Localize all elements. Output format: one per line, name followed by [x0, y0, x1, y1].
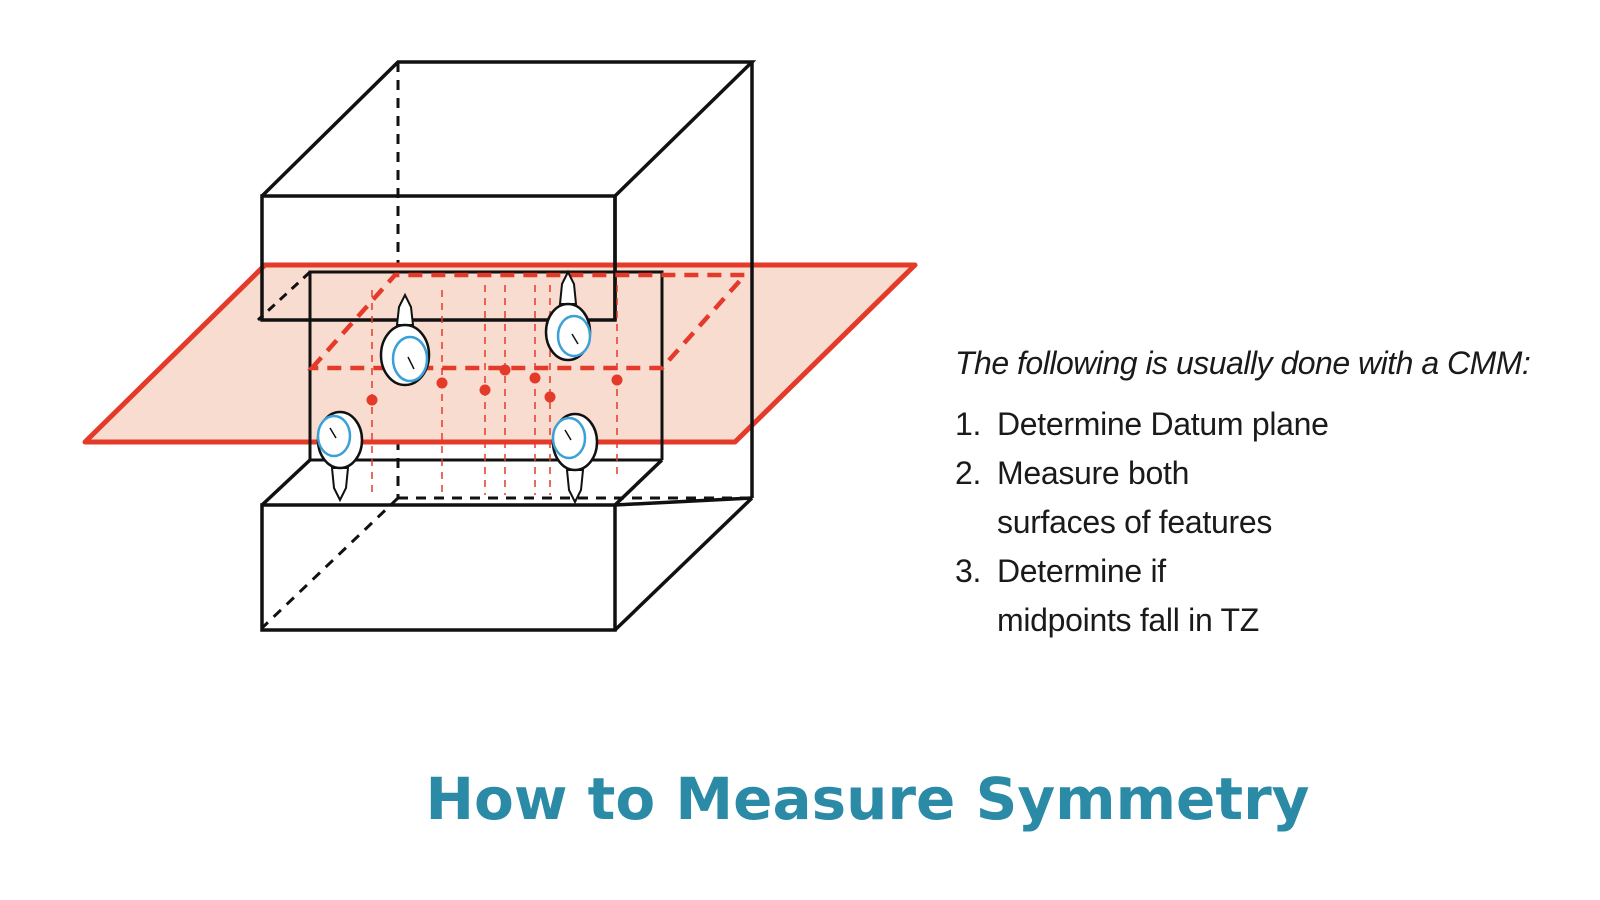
top-block — [260, 60, 757, 498]
instruction-step: 1. Determine Datum plane — [955, 400, 1595, 449]
instruction-step: 3. Determine if midpoints fall in TZ — [955, 547, 1595, 645]
step-number: 3. — [955, 553, 982, 589]
instruction-steps: 1. Determine Datum plane 2. Measure both… — [955, 400, 1595, 645]
dial-indicator-icon — [379, 292, 431, 387]
instructions-intro: The following is usually done with a CMM… — [955, 345, 1531, 381]
step-text: Determine Datum plane — [997, 406, 1329, 442]
dial-indicator-icon — [551, 412, 599, 505]
datum-plane — [82, 262, 918, 445]
dial-indicator-icon — [316, 410, 364, 503]
step-number: 1. — [955, 406, 982, 442]
tolerance-zone-outline — [306, 272, 751, 371]
cmm-instructions: The following is usually done with a CMM… — [955, 345, 1595, 645]
page-title: How to Measure Symmetry — [425, 765, 1310, 833]
step-text: Determine if midpoints fall in TZ — [997, 553, 1259, 638]
step-number: 2. — [955, 455, 982, 491]
dial-indicator-icon — [544, 269, 592, 362]
instruction-step: 2. Measure both surfaces of features — [955, 449, 1595, 547]
midpoint-marks — [366, 364, 623, 406]
step-text: Measure both surfaces of features — [997, 455, 1273, 540]
bottom-block — [260, 458, 754, 632]
